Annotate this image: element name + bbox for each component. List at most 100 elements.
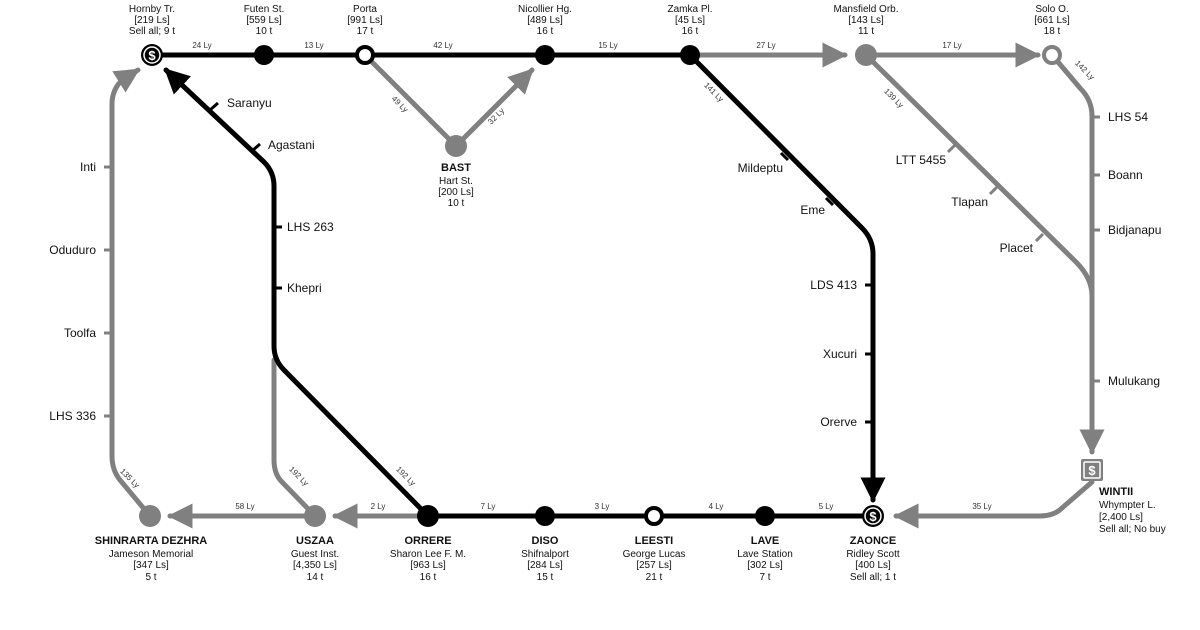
- node-uszaa[interactable]: [304, 505, 326, 527]
- waypoint-oduduro: Oduduro: [49, 243, 96, 257]
- label-zaonce-info: Sell all; 1 t: [850, 572, 896, 583]
- leg-nicollier-zamka: 15 Ly: [598, 41, 617, 50]
- node-zaonce-ring: [864, 507, 882, 525]
- node-solo[interactable]: [1042, 45, 1062, 65]
- bast-labels: BAST Hart St. [200 Ls] 10 t: [438, 162, 474, 209]
- label-mansfield-name: Mansfield Orb.: [833, 4, 898, 15]
- waypoint-khepri: Khepri: [287, 281, 322, 295]
- label-lave-info: 7 t: [759, 572, 770, 583]
- leg-solo-wintii: 142 Ly: [1073, 59, 1096, 82]
- tick-eme: [824, 196, 835, 207]
- label-porta-info: 17 t: [357, 26, 374, 37]
- route-wintii-zaonce: [893, 479, 1095, 529]
- node-orrere[interactable]: [417, 505, 439, 527]
- label-shinrarta-dist: [347 Ls]: [133, 560, 169, 571]
- label-leesti-info: 21 t: [646, 572, 663, 583]
- label-uszaa-name: Guest Inst.: [291, 549, 339, 560]
- node-porta[interactable]: [355, 45, 375, 65]
- node-bast[interactable]: [445, 135, 467, 157]
- station-nodes: $ $ $: [139, 44, 1103, 527]
- node-shinrarta[interactable]: [139, 505, 161, 527]
- label-diso-name: Shifnalport: [521, 549, 569, 560]
- bottom-station-labels: SHINRARTA DEZHRA Jameson Memorial [347 L…: [95, 535, 900, 583]
- node-wintii[interactable]: [1081, 459, 1103, 481]
- label-zamka-info: 16 t: [682, 26, 699, 37]
- label-diso-dist: [284 Ls]: [527, 560, 563, 571]
- label-uszaa-system: USZAA: [296, 535, 334, 547]
- waypoint-ltt5455: LTT 5455: [896, 153, 947, 167]
- waypoint-mildeptu: Mildeptu: [738, 161, 783, 175]
- label-uszaa-dist: [4,350 Ls]: [293, 560, 337, 571]
- label-futen-dist: [559 Ls]: [246, 15, 282, 26]
- label-wintii-info: Sell all; No buy: [1099, 524, 1166, 535]
- node-futen[interactable]: [254, 45, 274, 65]
- route-bast-nicollier: [453, 67, 535, 149]
- tick-saranyu: [209, 101, 219, 112]
- route-orrere-hornby: [163, 67, 431, 519]
- waypoint-tlapan: Tlapan: [951, 195, 988, 209]
- label-orrere-info: 16 t: [420, 572, 437, 583]
- node-zamka[interactable]: [680, 45, 700, 65]
- label-shinrarta-system: SHINRARTA DEZHRA: [95, 535, 207, 547]
- label-porta-name: Porta: [353, 4, 377, 15]
- label-zamka-dist: [45 Ls]: [675, 15, 705, 26]
- leg-leesti-diso: 3 Ly: [595, 502, 610, 511]
- label-lave-dist: [302 Ls]: [747, 560, 783, 571]
- label-orrere-system: ORRERE: [404, 535, 451, 547]
- label-orrere-dist: [963 Ls]: [410, 560, 446, 571]
- route-zamka-zaonce: [687, 52, 886, 503]
- waypoint-orerve: Orerve: [820, 415, 857, 429]
- leg-hornby-futen: 24 Ly: [192, 41, 211, 50]
- label-hornby-info: Sell all; 9 t: [129, 26, 175, 37]
- label-nicollier-dist: [489 Ls]: [527, 15, 563, 26]
- label-diso-info: 15 t: [537, 572, 554, 583]
- route-mansfield-branch: [863, 52, 1095, 299]
- label-lave-name: Lave Station: [737, 549, 793, 560]
- tick-ltt5455: [946, 143, 957, 154]
- label-mansfield-info: 11 t: [858, 26, 874, 37]
- wintii-labels: WINTII Whympter L. [2,400 Ls] Sell all; …: [1099, 486, 1166, 535]
- label-bast-name: Hart St.: [439, 176, 473, 187]
- label-bast-system: BAST: [441, 162, 471, 174]
- label-hornby-dist: [219 Ls]: [134, 15, 170, 26]
- label-shinrarta-name: Jameson Memorial: [109, 549, 193, 560]
- waypoint-lhs336: LHS 336: [49, 409, 96, 423]
- waypoint-ticks: [104, 101, 1100, 424]
- leg-lave-leesti: 4 Ly: [709, 502, 724, 511]
- waypoint-bidjanapu: Bidjanapu: [1108, 223, 1161, 237]
- tick-agastani: [251, 142, 261, 153]
- label-porta-dist: [991 Ls]: [347, 15, 383, 26]
- waypoint-xucuri: Xucuri: [823, 347, 857, 361]
- leg-wintii-zaonce: 35 Ly: [972, 502, 991, 511]
- label-solo-dist: [661 Ls]: [1034, 15, 1070, 26]
- leg-uszaa-up: 192 Ly: [287, 465, 310, 488]
- tick-mildeptu: [779, 151, 790, 162]
- credit-icon: $: [1088, 463, 1096, 478]
- waypoint-agastani: Agastani: [268, 138, 315, 152]
- node-diso[interactable]: [535, 506, 555, 526]
- leg-uszaa-shinrarta: 58 Ly: [235, 502, 254, 511]
- distance-labels: 24 Ly 13 Ly 42 Ly 15 Ly 27 Ly 17 Ly 49 L…: [118, 41, 1096, 511]
- node-hornby-ring: [143, 46, 161, 64]
- node-leesti[interactable]: [644, 506, 664, 526]
- label-zaonce-dist: [400 Ls]: [855, 560, 891, 571]
- label-diso-system: DISO: [532, 535, 559, 547]
- label-zamka-name: Zamka Pl.: [667, 4, 712, 15]
- label-wintii-dist: [2,400 Ls]: [1099, 512, 1143, 523]
- tick-placet: [1034, 232, 1045, 243]
- label-solo-name: Solo O.: [1035, 4, 1068, 15]
- waypoint-lds413: LDS 413: [810, 278, 857, 292]
- node-wintii-ring: [1083, 461, 1101, 479]
- gray-routes: [109, 42, 1105, 529]
- waypoint-inti: Inti: [80, 160, 96, 174]
- node-lave[interactable]: [755, 506, 775, 526]
- leg-zaonce-lave: 5 Ly: [819, 502, 834, 511]
- leg-zamka-mansfield: 27 Ly: [756, 41, 775, 50]
- label-lave-system: LAVE: [751, 535, 780, 547]
- node-nicollier[interactable]: [535, 45, 555, 65]
- leg-orrere-uszaa: 2 Ly: [371, 502, 386, 511]
- node-mansfield[interactable]: [855, 44, 877, 66]
- label-futen-name: Futen St.: [244, 4, 285, 15]
- label-orrere-name: Sharon Lee F. M.: [390, 549, 466, 560]
- leg-diso-orrere: 7 Ly: [481, 502, 496, 511]
